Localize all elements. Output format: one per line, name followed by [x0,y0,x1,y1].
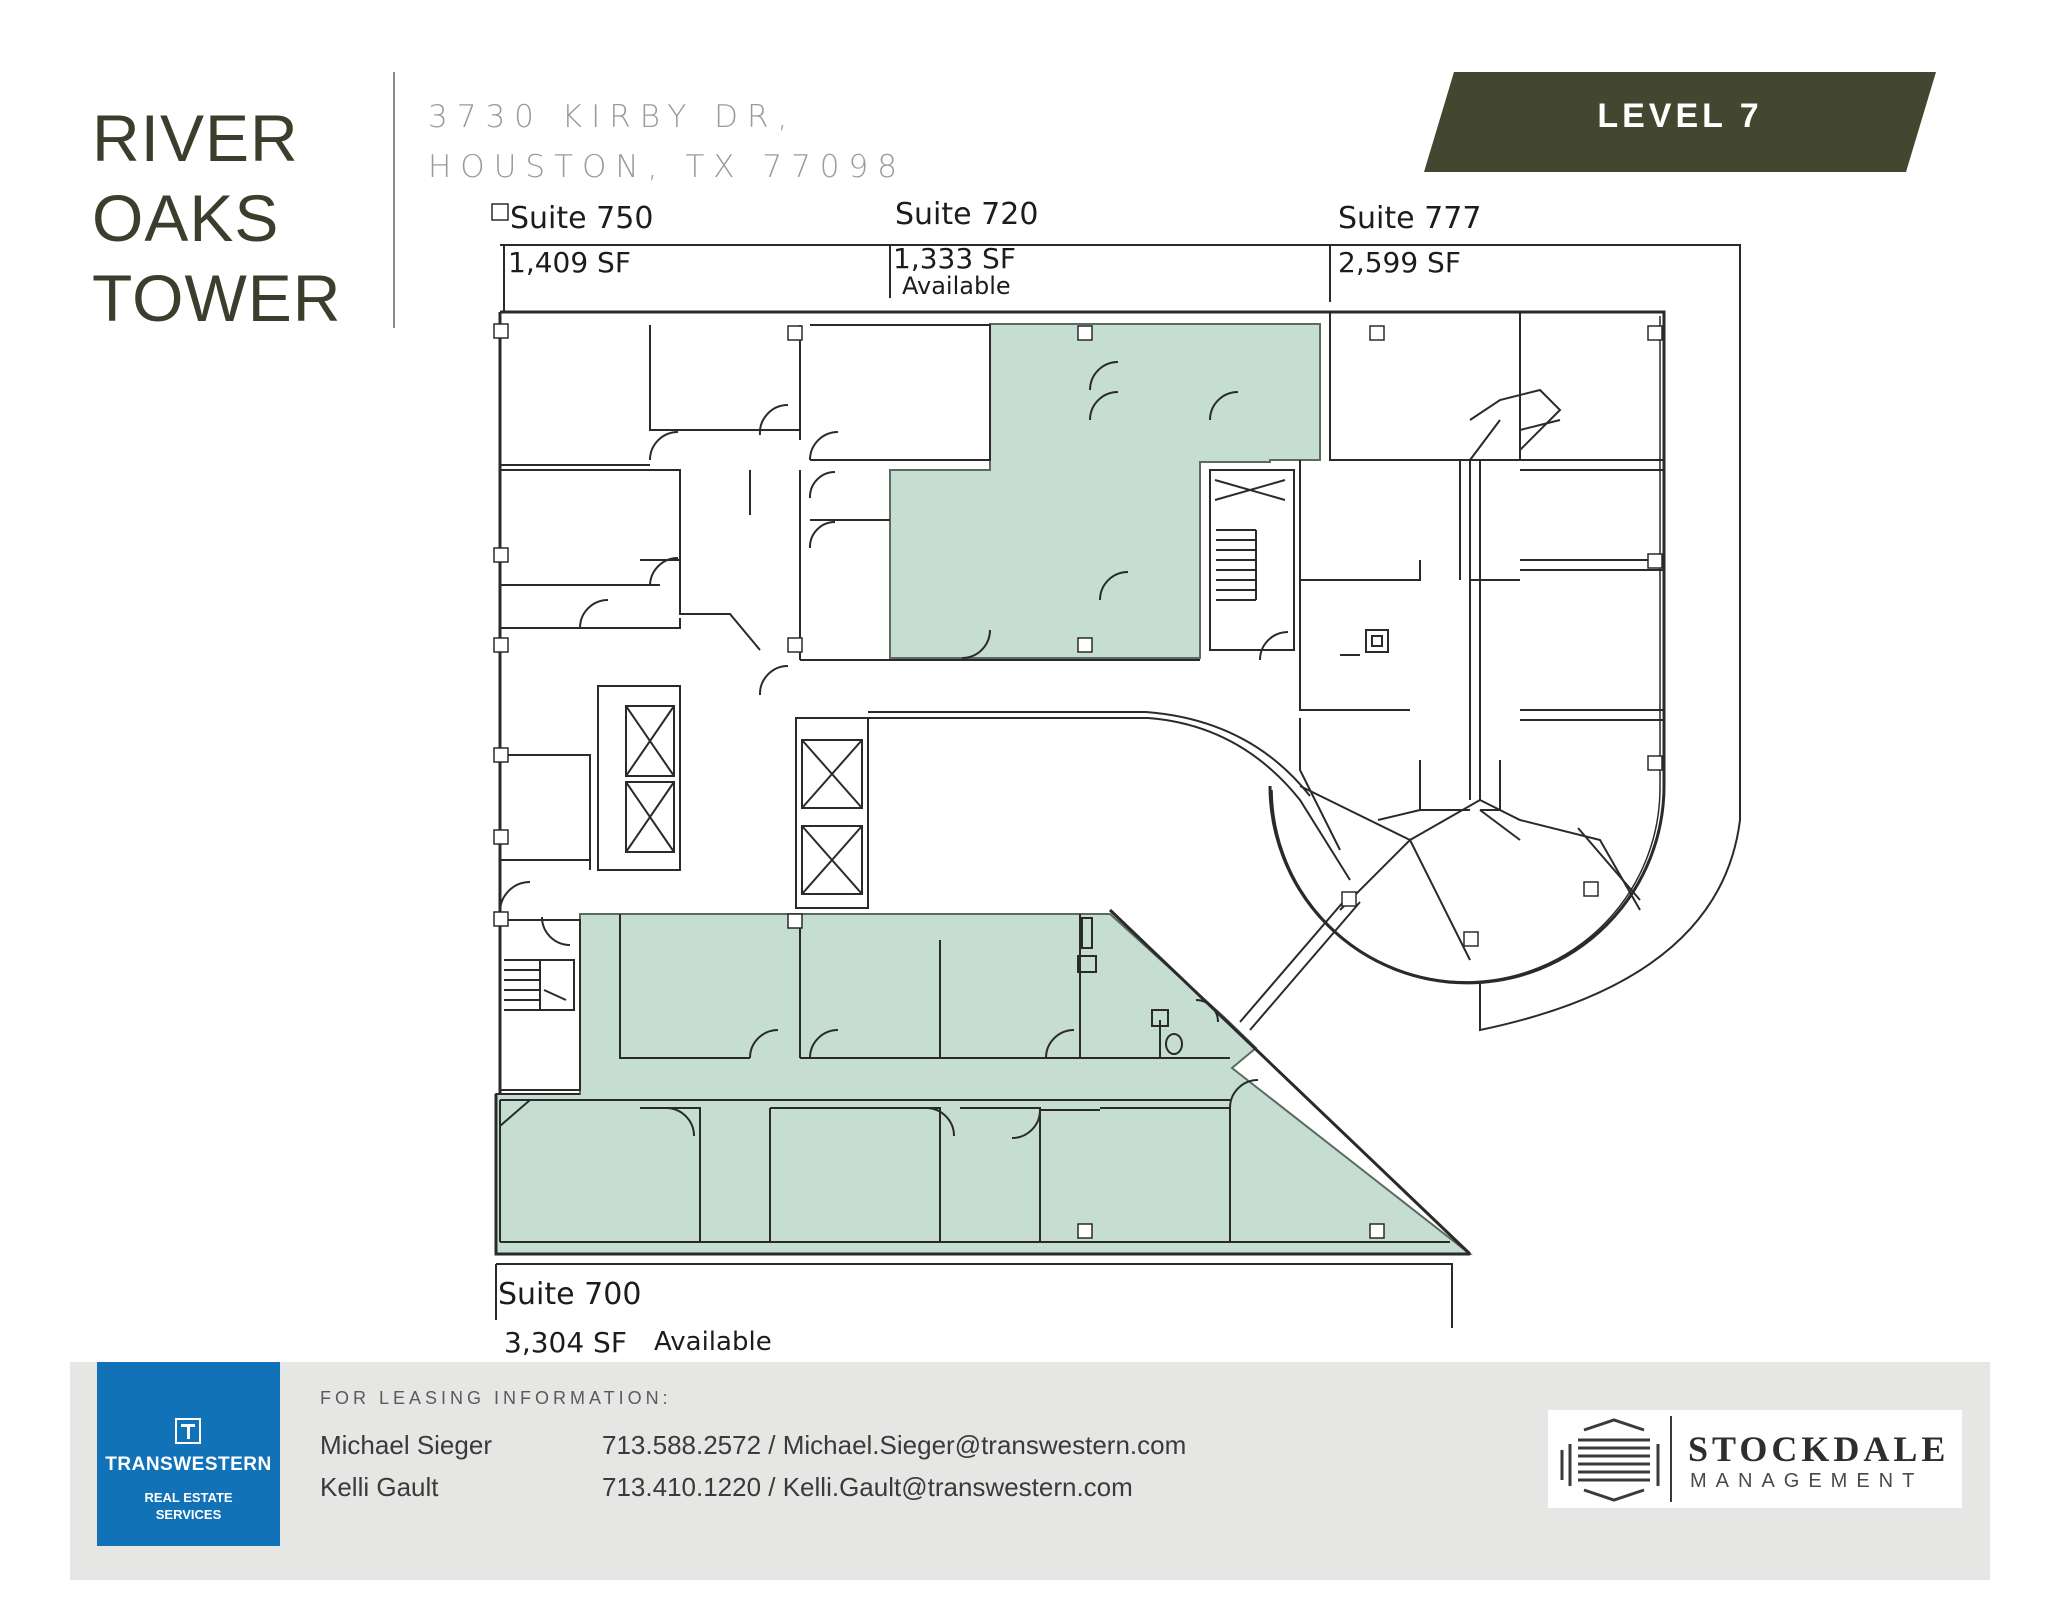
transwestern-mark-icon [175,1418,201,1444]
transwestern-sub-line-2: SERVICES [155,1507,222,1522]
contact-1-name: Michael Sieger [320,1430,492,1460]
suite-720-name: Suite 720 [895,197,1038,232]
suite-777-area: 2,599 SF [1338,246,1461,279]
level-label: LEVEL 7 [1597,97,1763,135]
contact-2-details[interactable]: 713.410.1220 / Kelli.Gault@transwestern.… [602,1472,1133,1502]
suite-777-name: Suite 777 [1338,201,1481,236]
level-badge-shape [1424,72,1936,172]
address-line-1: 3730 KIRBY DR, [428,99,797,135]
stockdale-building-icon [1560,1418,1660,1502]
stockdale-subtitle: MANAGEMENT [1690,1470,1924,1492]
suite-700-area [495,913,1473,1255]
contact-1-details[interactable]: 713.588.2572 / Michael.Sieger@transweste… [602,1430,1187,1460]
leasing-label: FOR LEASING INFORMATION: [320,1388,672,1408]
title-line-1: RIVER [92,101,299,175]
suite-700-area: 3,304 SF [504,1326,627,1359]
building-title: RIVER OAKS TOWER [92,98,392,338]
suite-700-name: Suite 700 [498,1277,641,1312]
stockdale-divider [1670,1416,1672,1502]
suite-720-area: 1,333 SF [893,242,1016,275]
transwestern-name: TRANSWESTERN [105,1454,272,1475]
title-line-3: TOWER [92,261,342,335]
transwestern-subtitle: REAL ESTATE SERVICES [97,1489,280,1523]
suite-700-status: Available [654,1327,772,1357]
level-badge: LEVEL 7 [1424,72,1936,172]
stockdale-logo: STOCKDALE MANAGEMENT [1548,1410,1962,1508]
suite-750-area: 1,409 SF [508,246,631,279]
header-divider [393,72,395,328]
suite-720-status: Available [902,272,1011,300]
suite-750-name: Suite 750 [510,201,653,236]
stockdale-name: STOCKDALE [1688,1429,1950,1469]
address-line-2: HOUSTON, TX 77098 [428,149,906,185]
title-line-2: OAKS [92,181,280,255]
transwestern-logo: TRANSWESTERN REAL ESTATE SERVICES [97,1362,280,1546]
contact-2-name: Kelli Gault [320,1472,439,1502]
address: 3730 KIRBY DR, HOUSTON, TX 77098 [428,92,906,192]
transwestern-sub-line-1: REAL ESTATE [144,1490,233,1505]
